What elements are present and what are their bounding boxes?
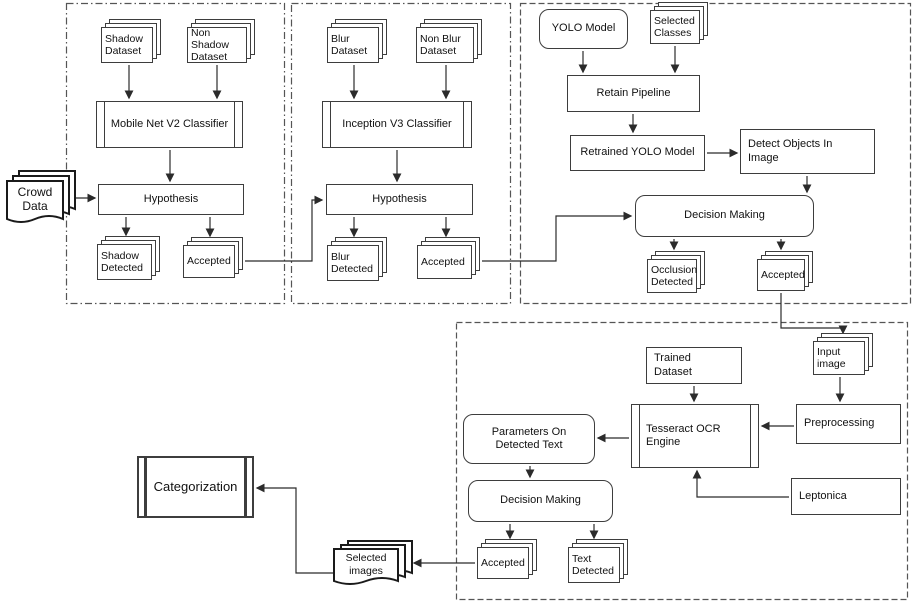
arrow-leptonica-to-tesseract <box>692 469 789 498</box>
mobilenet-classifier-label: Mobile Net V2 Classifier <box>110 117 229 130</box>
non-blur-dataset-doc: Non Blur Dataset <box>416 19 482 63</box>
detect-objects-box: Detect Objects In Image <box>740 129 875 174</box>
selected-images-document: Selected images <box>333 540 415 596</box>
arrow-accepted-yolo-to-input-image <box>780 293 848 335</box>
blur-dataset-label: Blur Dataset <box>327 27 379 63</box>
accepted-shadow-label: Accepted <box>183 245 235 278</box>
arrow-selected-images-to-categorization <box>255 483 334 574</box>
shadow-detected-label: Shadow Detected <box>97 244 152 280</box>
shadow-dataset-label: Shadow Dataset <box>101 27 153 63</box>
yolo-model-label: YOLO Model <box>551 22 616 35</box>
mobilenet-classifier-box: Mobile Net V2 Classifier <box>96 101 243 148</box>
shadow-detected-doc: Shadow Detected <box>97 236 160 280</box>
selected-images-label: Selected images <box>345 552 387 577</box>
blur-detected-label: Blur Detected <box>327 245 379 281</box>
preprocessing-box: Preprocessing <box>796 404 901 444</box>
decision-making-yolo-label: Decision Making <box>684 209 765 222</box>
accepted-yolo-label: Accepted <box>757 259 805 291</box>
input-image-doc: Input image <box>813 333 873 375</box>
categorization-label: Categorization <box>153 479 238 495</box>
accepted-ocr-label: Accepted <box>477 547 529 579</box>
document-stack-icon <box>333 540 413 585</box>
decision-making-ocr-label: Decision Making <box>500 494 581 507</box>
hypothesis-shadow-label: Hypothesis <box>143 192 199 205</box>
selected-classes-label: Selected Classes <box>650 10 700 44</box>
crowd-data-label: Crowd Data <box>17 184 53 213</box>
accepted-yolo-doc: Accepted <box>757 251 813 291</box>
shadow-dataset-doc: Shadow Dataset <box>101 19 161 63</box>
tesseract-ocr-box: Tesseract OCR Engine <box>631 404 759 468</box>
preprocessing-label: Preprocessing <box>804 417 875 430</box>
leptonica-label: Leptonica <box>799 489 847 502</box>
non-blur-dataset-label: Non Blur Dataset <box>416 27 474 63</box>
blur-detected-doc: Blur Detected <box>327 237 387 281</box>
tesseract-ocr-label: Tesseract OCR Engine <box>646 422 721 448</box>
retrained-yolo-model-label: Retrained YOLO Model <box>580 146 695 159</box>
document-stack-icon <box>6 170 76 223</box>
yolo-model-box: YOLO Model <box>539 9 628 49</box>
parameters-on-detected-text-box: Parameters On Detected Text <box>463 414 595 464</box>
hypothesis-blur-label: Hypothesis <box>372 192 427 205</box>
accepted-blur-label: Accepted <box>417 245 472 279</box>
accepted-blur-doc: Accepted <box>417 237 480 279</box>
retain-pipeline-label: Retain Pipeline <box>596 86 671 99</box>
arrow-accepted-shadow-to-hypothesis-blur <box>245 195 324 262</box>
accepted-ocr-doc: Accepted <box>477 539 537 579</box>
selected-classes-doc: Selected Classes <box>650 2 708 44</box>
leptonica-box: Leptonica <box>791 478 901 515</box>
hypothesis-blur-box: Hypothesis <box>326 184 473 215</box>
occlusion-detected-label: Occlusion Detected <box>647 259 697 293</box>
text-detected-doc: Text Detected <box>568 539 628 583</box>
non-shadow-dataset-doc: Non Shadow Dataset <box>187 19 255 63</box>
arrow-accepted-blur-to-decision-making <box>482 211 633 262</box>
retain-pipeline-box: Retain Pipeline <box>567 75 700 112</box>
decision-making-ocr-box: Decision Making <box>468 480 613 522</box>
occlusion-detected-doc: Occlusion Detected <box>647 251 705 293</box>
blur-dataset-doc: Blur Dataset <box>327 19 387 63</box>
inception-classifier-box: Inception V3 Classifier <box>322 101 472 148</box>
inception-classifier-label: Inception V3 Classifier <box>342 117 452 130</box>
trained-dataset-label: Trained Dataset <box>654 352 692 378</box>
trained-dataset-box: Trained Dataset <box>646 347 742 384</box>
input-image-label: Input image <box>813 341 865 375</box>
text-detected-label: Text Detected <box>568 547 620 583</box>
parameters-on-detected-text-label: Parameters On Detected Text <box>491 425 567 451</box>
detect-objects-label: Detect Objects In Image <box>748 138 833 164</box>
accepted-shadow-doc: Accepted <box>183 237 243 278</box>
crowd-data-document: Crowd Data <box>6 170 78 228</box>
decision-making-yolo-box: Decision Making <box>635 195 814 237</box>
hypothesis-shadow-box: Hypothesis <box>98 184 244 215</box>
non-shadow-dataset-label: Non Shadow Dataset <box>187 27 247 63</box>
categorization-box: Categorization <box>137 456 254 518</box>
retrained-yolo-model-box: Retrained YOLO Model <box>570 135 705 171</box>
